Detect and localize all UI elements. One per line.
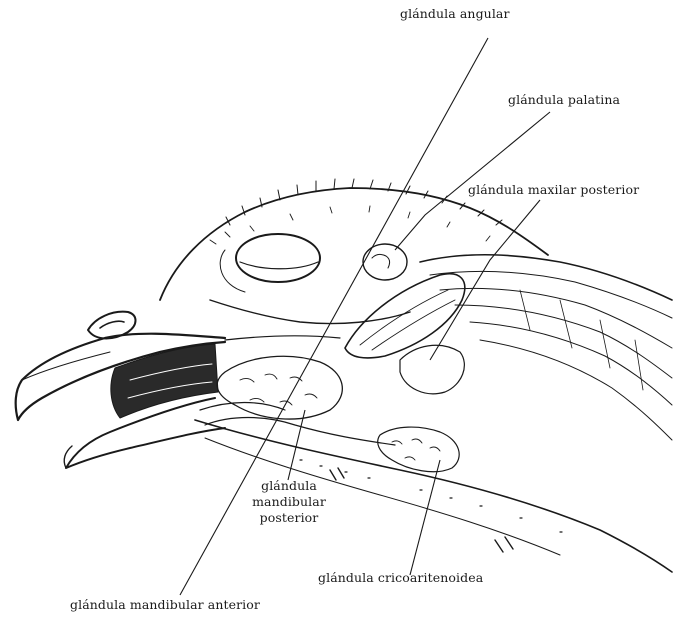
label-glandula-angular: glándula angular	[400, 6, 510, 21]
mouth-interior	[111, 344, 218, 418]
gland-cricoaritenoidea	[378, 427, 459, 472]
eye	[236, 234, 320, 282]
muscle-flap	[345, 274, 465, 358]
label-line-3: posterior	[244, 510, 334, 526]
neck-muscle-upper	[420, 255, 672, 300]
label-glandula-mandibular-posterior: glándula mandibular posterior	[244, 478, 334, 526]
label-line-2: mandibular	[244, 494, 334, 510]
head-crown	[160, 188, 548, 300]
gland-maxilar-posterior	[400, 345, 464, 393]
leader-maxilar-posterior	[430, 200, 540, 360]
label-glandula-mandibular-anterior: glándula mandibular anterior	[70, 597, 260, 612]
leader-palatina	[395, 112, 550, 250]
label-glandula-maxilar-posterior: glándula maxilar posterior	[468, 182, 639, 197]
leader-angular	[180, 38, 488, 595]
hook-right	[495, 537, 513, 552]
label-glandula-palatina: glándula palatina	[508, 92, 620, 107]
leader-cricoaritenoidea	[410, 460, 440, 575]
label-line-1: glándula	[244, 478, 334, 494]
ear	[363, 244, 407, 280]
gland-mandibular-posterior	[217, 356, 342, 419]
label-glandula-cricoaritenoidea: glándula cricoaritenoidea	[318, 570, 483, 585]
